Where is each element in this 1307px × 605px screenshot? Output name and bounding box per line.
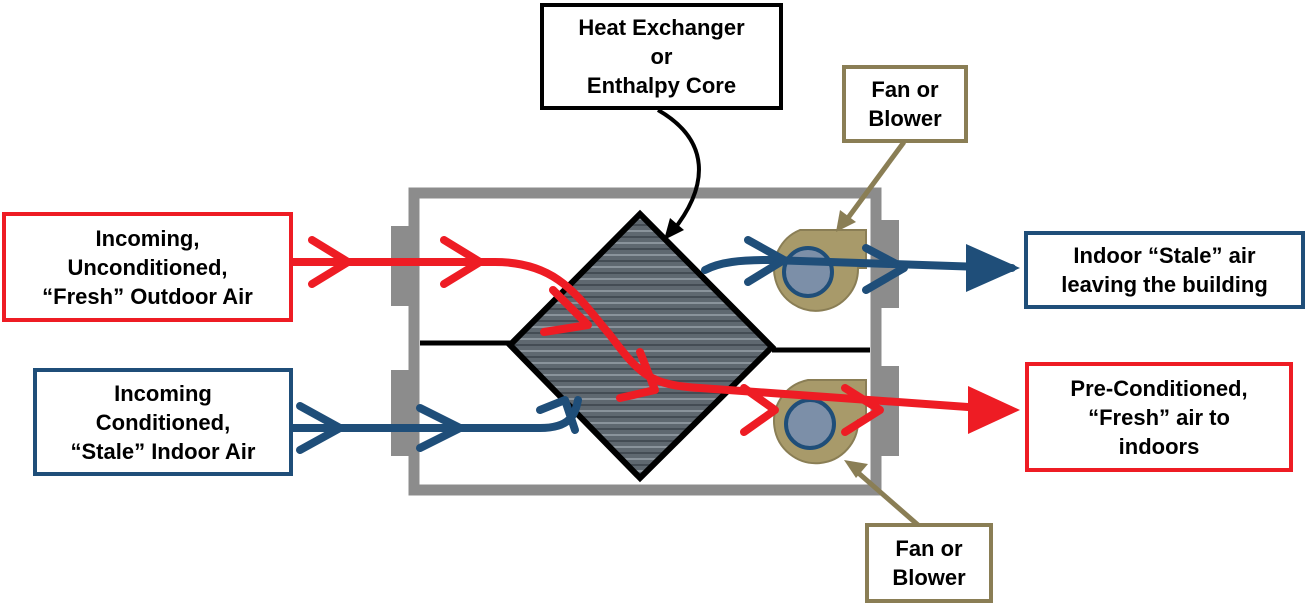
fresh-air-flow bbox=[289, 236, 1020, 436]
label-fan-bottom: Fan or Blower bbox=[865, 523, 993, 603]
pointer-fan-top bbox=[836, 140, 907, 232]
label-incoming-stale-air: Incoming Conditioned, “Stale” Indoor Air bbox=[33, 368, 293, 476]
label-fan-top: Fan or Blower bbox=[842, 65, 968, 143]
pointer-fan-bottom bbox=[844, 460, 920, 527]
pointer-heat-exchanger-arrowhead bbox=[664, 218, 684, 240]
housing-divider bbox=[420, 340, 870, 353]
fan-top bbox=[773, 229, 867, 312]
erv-housing bbox=[391, 187, 899, 496]
label-heat-exchanger: Heat Exchanger or Enthalpy Core bbox=[540, 3, 783, 110]
label-incoming-fresh-air: Incoming, Unconditioned, “Fresh” Outdoor… bbox=[2, 212, 293, 322]
stale-air-flow bbox=[289, 236, 1020, 454]
heat-exchanger-core bbox=[505, 209, 777, 483]
label-outgoing-stale-air: Indoor “Stale” air leaving the building bbox=[1024, 231, 1305, 309]
label-outgoing-fresh-air: Pre-Conditioned, “Fresh” air to indoors bbox=[1025, 362, 1293, 472]
pointer-heat-exchanger bbox=[656, 108, 701, 234]
